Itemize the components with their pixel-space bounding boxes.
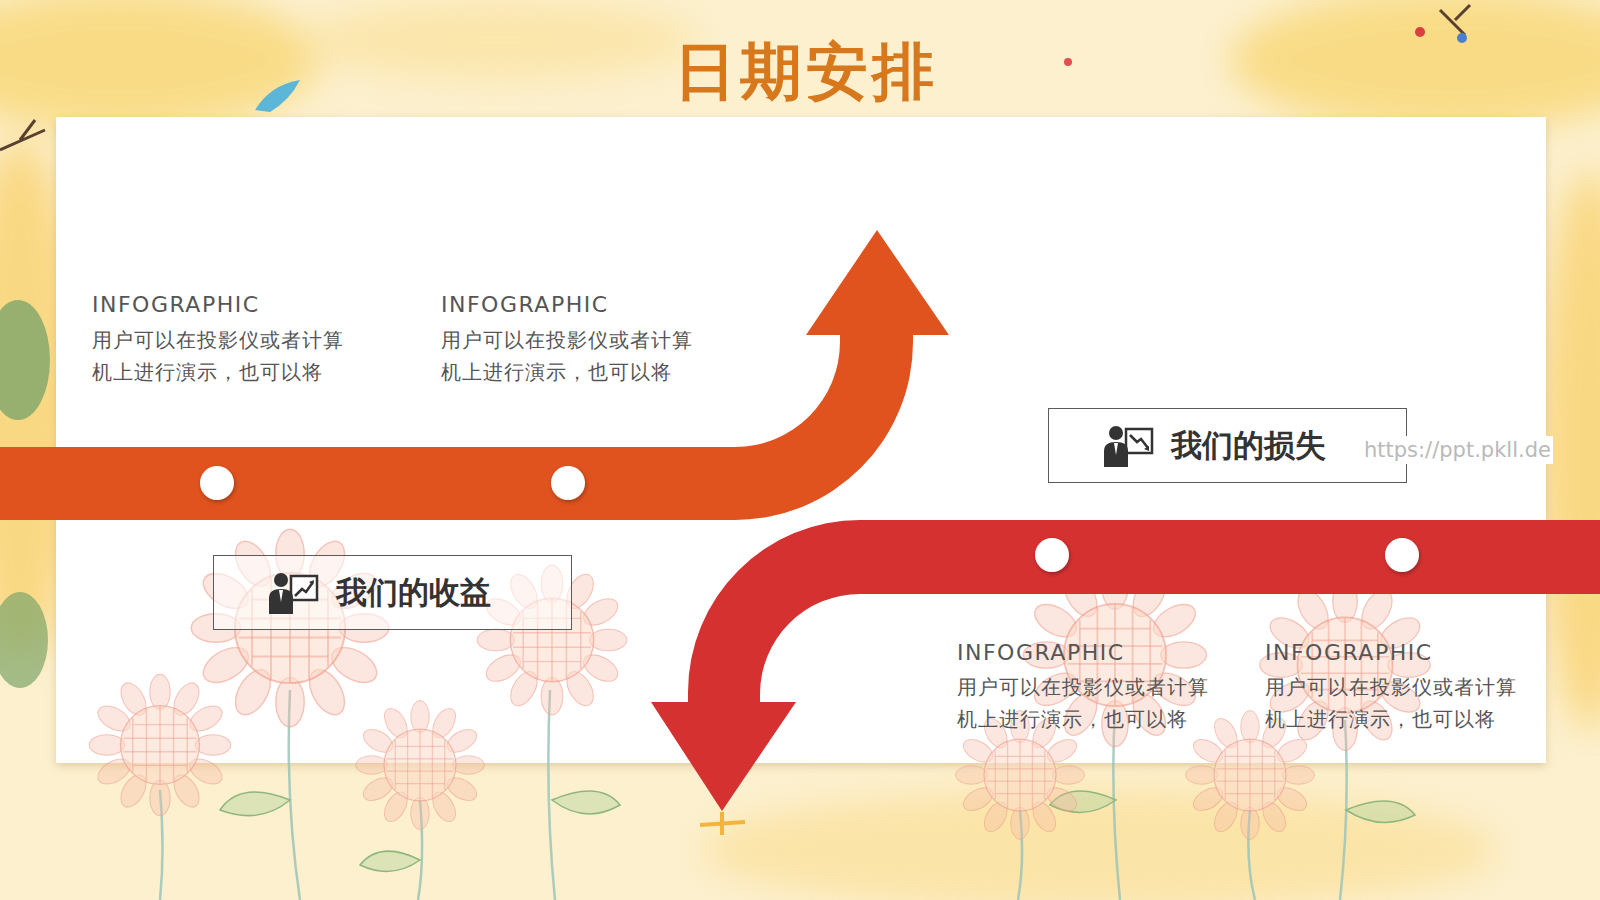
butterfly xyxy=(255,80,300,112)
section-heading: INFOGRAPHIC xyxy=(957,638,1125,668)
label-box: 我们的收益 xyxy=(213,555,572,630)
box-label: 我们的收益 xyxy=(336,572,491,614)
section-heading: INFOGRAPHIC xyxy=(92,290,260,320)
down-arrow-band xyxy=(651,520,1600,811)
section-heading: INFOGRAPHIC xyxy=(441,290,609,320)
slide-title: 日期安排 xyxy=(674,30,938,114)
section-heading: INFOGRAPHIC xyxy=(1265,638,1433,668)
up-arrow-band xyxy=(0,230,949,520)
label-box: 我们的损失 xyxy=(1048,408,1407,483)
box-label: 我们的损失 xyxy=(1171,425,1326,467)
watermark: https://ppt.pkll.de xyxy=(1362,436,1553,464)
gain-icon xyxy=(269,570,319,614)
loss-icon xyxy=(1104,423,1154,467)
section-body: 用户可以在投影仪或者计算机上进行演示，也可以将 xyxy=(957,671,1219,735)
section-body: 用户可以在投影仪或者计算机上进行演示，也可以将 xyxy=(1265,671,1527,735)
cross-mark xyxy=(700,812,745,835)
section-body: 用户可以在投影仪或者计算机上进行演示，也可以将 xyxy=(441,324,703,388)
section-body: 用户可以在投影仪或者计算机上进行演示，也可以将 xyxy=(92,324,354,388)
